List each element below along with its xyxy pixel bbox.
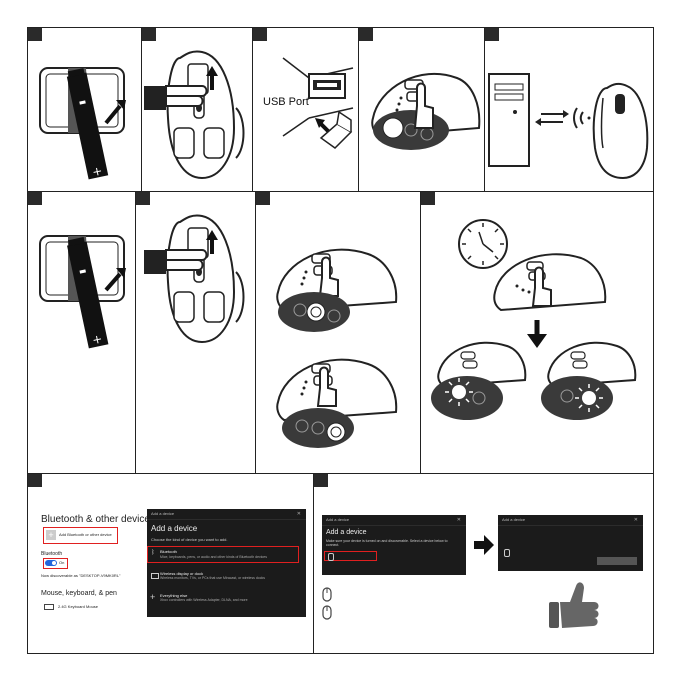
usb-receiver-illustration	[282, 57, 354, 149]
add-device-link[interactable]: Add Bluetooth or other device	[59, 532, 112, 537]
mouse-icon	[504, 549, 510, 557]
option-bluetooth-desc: Mice, keyboards, pens, or audio and othe…	[160, 555, 268, 559]
discoverable-text: Now discoverable as "DESKTOP-V9MK0RL"	[41, 573, 121, 578]
bluetooth-option-highlight	[147, 546, 299, 563]
step-number-badge	[142, 28, 156, 41]
option-else-name[interactable]: Everything else	[160, 593, 188, 598]
next-arrow	[474, 535, 494, 555]
bt-toggle-switch[interactable]	[45, 560, 57, 566]
step-number-badge	[28, 28, 42, 41]
bt-heading: Bluetooth	[41, 551, 63, 557]
step-number-badge	[314, 474, 328, 487]
plus-icon: +	[150, 592, 156, 602]
thumbs-up-icon	[549, 582, 599, 628]
mouse-mode-button-illustration	[276, 248, 398, 448]
dialog-subtitle: Choose the kind of device you want to ad…	[151, 537, 228, 542]
step-8-panel	[255, 191, 421, 474]
svg-text:+: +	[91, 164, 104, 180]
add-device-dialog: Add a device✕ Add a device Choose the ki…	[147, 509, 306, 617]
step-number-badge	[421, 192, 435, 205]
bt-settings-title: Bluetooth & other devices	[41, 514, 155, 525]
toggle-knob	[52, 561, 56, 565]
option-display-desc: Wireless monitors, TVs, or PCs that use …	[160, 576, 265, 580]
svg-text:+: +	[91, 332, 104, 348]
close-icon[interactable]: ✕	[633, 517, 638, 523]
step-number-badge	[485, 28, 499, 41]
mouse-power-switch-illustration	[144, 50, 245, 180]
mouse-pairing-hold-illustration	[431, 219, 637, 420]
dialog-heading: Add a device	[326, 529, 367, 536]
add-device-highlight	[43, 527, 118, 544]
step-number-badge	[28, 192, 42, 205]
dialog-subtitle: Make sure your device is turned on and d…	[326, 539, 448, 547]
add-device-plus-icon[interactable]: +	[46, 530, 56, 540]
step-11-panel: Add a device✕ Add a device Make sure you…	[313, 473, 654, 654]
connected-dialog: Add a device✕	[498, 515, 643, 571]
step-3-panel: USB Port	[252, 27, 359, 192]
battery-insert-illustration: +	[39, 67, 126, 180]
bt-state: On	[59, 560, 65, 565]
monitor-icon	[151, 573, 159, 579]
close-icon[interactable]: ✕	[296, 511, 301, 517]
step-9-panel	[420, 191, 654, 474]
step-1-panel: +	[27, 27, 142, 192]
step-number-badge	[253, 28, 267, 41]
bluetooth-icon: ᛒ	[151, 550, 155, 556]
step-number-badge	[28, 474, 42, 487]
step-number-badge	[359, 28, 373, 41]
dialog-titlebar: Add a device✕	[322, 515, 466, 526]
step-10-panel: Bluetooth & other devices + Add Bluetoot…	[27, 473, 314, 654]
bt-toggle-highlight	[43, 558, 68, 569]
battery-insert-illustration: +	[39, 235, 126, 349]
mouse-section-heading: Mouse, keyboard, & pen	[41, 590, 117, 597]
mouse-icon[interactable]	[328, 553, 334, 561]
step-2-panel	[141, 27, 253, 192]
done-button[interactable]	[597, 557, 637, 565]
close-icon[interactable]: ✕	[456, 517, 461, 523]
dialog-heading: Add a device	[151, 524, 198, 533]
step-number-badge	[136, 192, 150, 205]
mouse-side-button-illustration	[371, 72, 481, 150]
usb-port-label: USB Port	[263, 96, 309, 108]
dialog-titlebar: Add a device✕	[498, 515, 643, 526]
paired-device-name: 2.4G Keyboard Mouse	[58, 604, 99, 609]
device-entry-highlight	[324, 551, 377, 561]
option-bluetooth-name[interactable]: Bluetooth	[160, 549, 177, 554]
pair-device-dialog: Add a device✕ Add a device Make sure you…	[322, 515, 466, 575]
computer-wireless-connection-illustration	[488, 73, 649, 180]
keyboard-icon	[44, 604, 54, 610]
option-display-name[interactable]: Wireless display or dock	[160, 571, 204, 576]
option-else-desc: Xbox controllers with Wireless Adapter, …	[160, 598, 248, 602]
dialog-titlebar: Add a device✕	[147, 509, 306, 520]
mouse-outline-icons	[322, 587, 332, 620]
step-7-panel	[135, 191, 256, 474]
step-number-badge	[256, 192, 270, 205]
step-5-panel	[484, 27, 654, 192]
step-4-panel	[358, 27, 485, 192]
step-6-panel: +	[27, 191, 136, 474]
mouse-power-switch-illustration	[144, 214, 245, 344]
